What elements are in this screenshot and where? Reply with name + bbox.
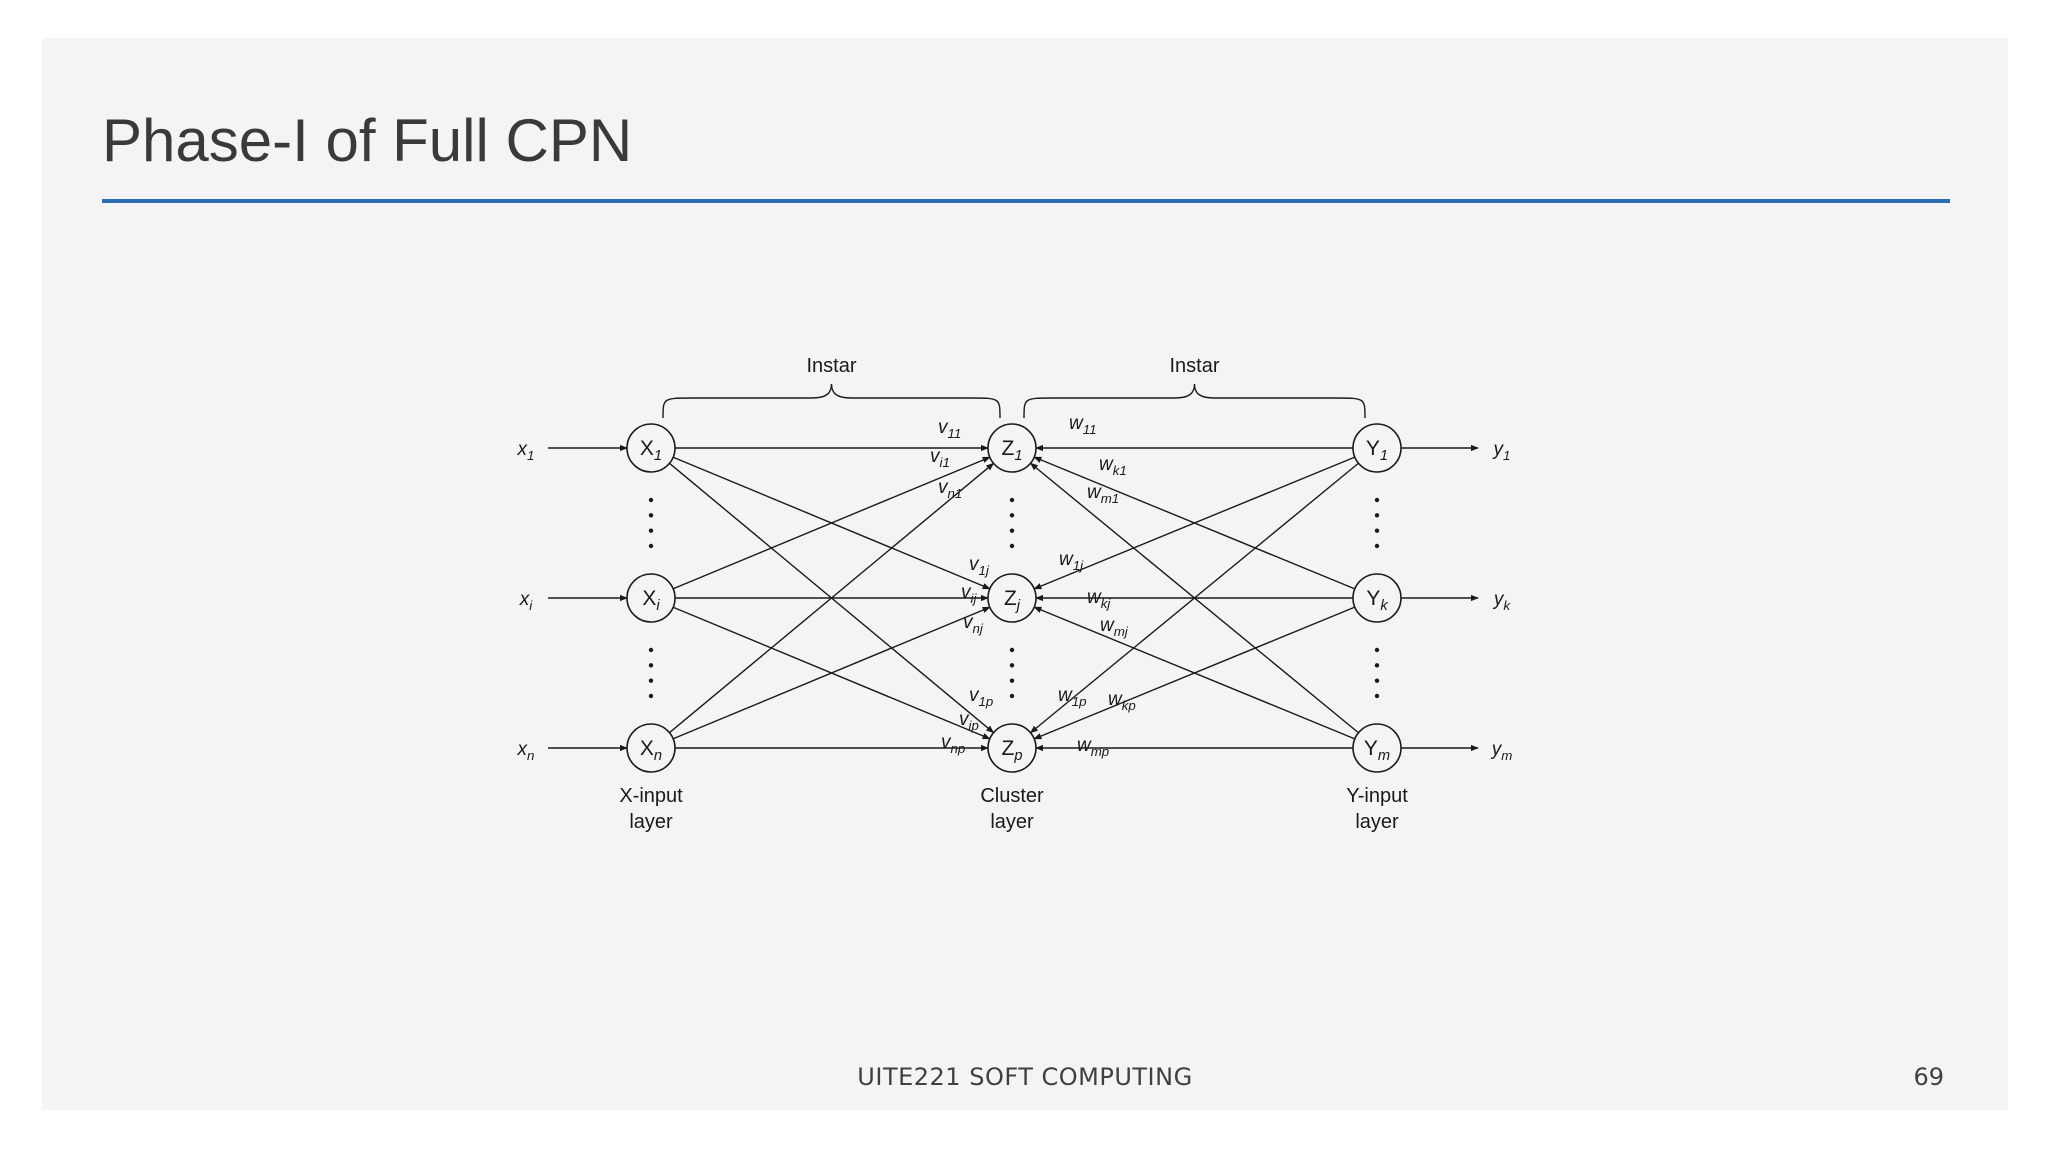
edge-y2-z1 [1033,606,1356,740]
z-column-ellipsis [1009,663,1015,668]
x-node-circle [626,723,676,773]
x-column-ellipsis [648,678,654,683]
edge-y2-z0 [1029,462,1359,734]
z-node: Zj [1004,587,1021,614]
instar-braces: Instar Instar [662,355,1366,419]
footer-course-label: UITE221 SOFT COMPUTING [857,1063,1193,1091]
edge-y1-z0 [1033,456,1356,590]
cluster-layer-caption: Cluster [980,785,1044,807]
instar-label: Instar [806,355,856,377]
w-weight-label: wm1 [1087,482,1119,506]
z-column-ellipsis [1009,497,1015,503]
w-weight-label: wkp [1108,689,1136,713]
y-layer-caption: layer [1355,811,1399,833]
w-weight-label: wmj [1100,615,1129,639]
x-column-ellipsis [648,513,654,518]
edge-x1-z0 [672,456,991,590]
y-node-circle [1352,573,1402,623]
z-node-circle [987,423,1037,473]
v-weight-label: v11 [938,417,961,441]
y-column-ellipsis [1374,497,1380,503]
z-column-ellipsis [1009,528,1015,533]
w-weight-label: w1j [1059,549,1084,573]
z-column-ellipsis [1009,647,1015,653]
cluster-layer-caption: layer [990,811,1034,833]
y-column-ellipsis [1374,678,1380,683]
x-column-ellipsis [648,693,654,699]
x-input-label: xi [519,589,534,613]
v-weight-label: vn1 [938,477,962,501]
x-node: Xn [640,737,662,764]
z-column-ellipsis [1009,678,1015,683]
y-output-label: yk [1492,589,1512,613]
x-column-ellipsis [648,543,654,549]
v-weight-label: vij [961,582,977,606]
edge-x2-z1 [672,606,991,740]
z-column-ellipsis [1009,513,1015,518]
x-input-label: xn [517,739,535,763]
y-node: Ym [1364,737,1390,764]
edge-x2-z0 [669,462,995,734]
instar-label: Instar [1169,355,1219,377]
x-layer-caption: X-input [619,785,683,807]
x-column-ellipsis [648,497,654,503]
x-column-ellipsis [648,528,654,533]
y-output-label: y1 [1492,439,1511,463]
v-weight-label: v1p [969,685,993,709]
instar-brace [1023,383,1366,419]
v-weight-label: vnj [963,612,984,636]
z-column-ellipsis [1009,693,1015,699]
page-number: 69 [1913,1063,1944,1091]
y-column-ellipsis [1374,693,1380,699]
z-node-circle [987,723,1037,773]
w-weight-label: w1p [1058,685,1087,709]
w-weight-label: wk1 [1099,454,1127,478]
x-column-ellipsis [648,647,654,653]
v-weight-label: vnp [941,732,965,756]
slide-title: Phase-I of Full CPN [102,107,633,174]
connection-edges [548,444,1479,752]
y-layer-caption: Y-input [1346,785,1408,807]
y-column-ellipsis [1374,663,1380,668]
x-layer-caption: layer [629,811,673,833]
v-weight-label: v1j [969,554,990,578]
y-node-circle [1352,723,1402,773]
y-node: Y1 [1366,437,1388,464]
y-column-ellipsis [1374,528,1380,533]
w-weight-label: wmp [1077,735,1109,759]
x-input-label: x1 [517,439,535,463]
x-node-circle [626,423,676,473]
z-node: Zp [1002,737,1023,764]
w-weight-label: w11 [1069,413,1097,437]
y-column-ellipsis [1374,513,1380,518]
v-weight-label: vip [959,709,979,733]
y-column-ellipsis [1374,647,1380,653]
z-column-ellipsis [1009,543,1015,549]
x-column-ellipsis [648,663,654,668]
x-node-circle [626,573,676,623]
v-weight-label: vi1 [930,446,950,470]
y-node-circle [1352,423,1402,473]
title-underline [102,199,1950,203]
w-weight-label: wkj [1087,587,1111,611]
z-node: Z1 [1002,437,1023,464]
x-node: X1 [640,437,662,464]
z-node-circle [987,573,1037,623]
x-node: Xi [642,587,660,614]
instar-brace [662,383,1001,419]
y-column-ellipsis [1374,543,1380,549]
y-output-label: ym [1490,739,1513,763]
y-node: Yk [1366,587,1388,614]
